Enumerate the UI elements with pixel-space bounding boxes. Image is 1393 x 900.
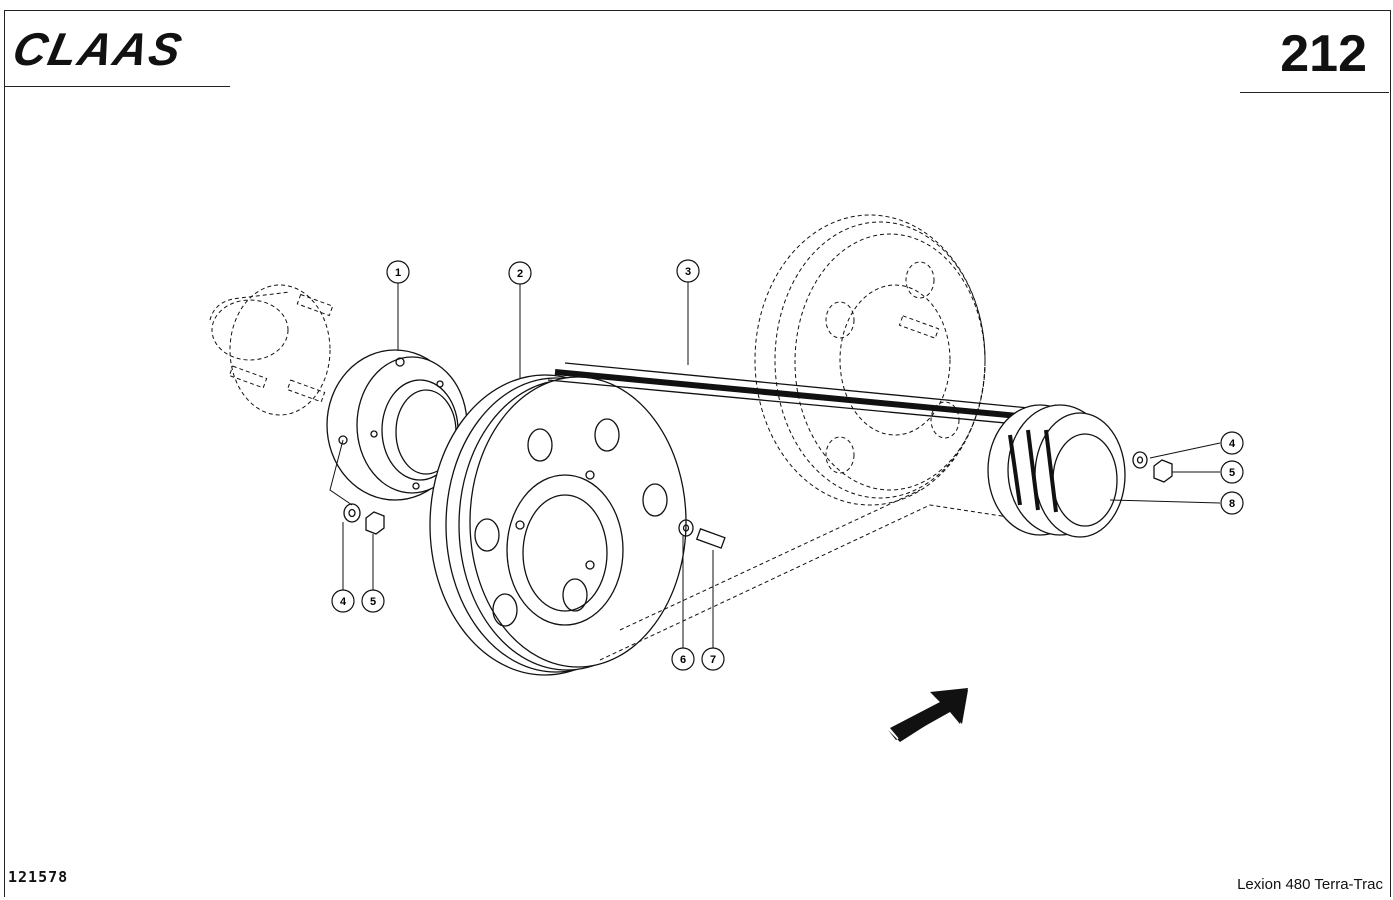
callout-7-label: 7 <box>710 654 716 666</box>
callout-4-left: 4 <box>331 589 355 613</box>
fasteners-right <box>1132 451 1173 483</box>
callout-7: 7 <box>701 647 725 671</box>
page-number-underline <box>1240 92 1389 93</box>
pulley-part-2 <box>429 374 687 676</box>
callout-5-right: 5 <box>1220 460 1244 484</box>
pulley-part-8 <box>987 404 1126 538</box>
callout-3: 3 <box>676 259 700 283</box>
callout-6-label: 6 <box>680 654 686 666</box>
callout-4-left-label: 4 <box>340 596 347 608</box>
callout-3-label: 3 <box>685 266 691 278</box>
callout-1-label: 1 <box>395 267 401 279</box>
callout-1: 1 <box>386 260 410 284</box>
drawing-id: 121578 <box>8 868 69 886</box>
callout-2-label: 2 <box>517 268 523 280</box>
callout-6: 6 <box>671 647 695 671</box>
ghost-drive-wheel <box>599 214 1061 661</box>
callout-5-right-label: 5 <box>1229 467 1235 479</box>
page-number: 212 <box>1280 25 1367 83</box>
callout-group: 1 2 3 4 5 8 4 5 <box>331 259 1244 671</box>
callout-5-left-label: 5 <box>370 596 376 608</box>
callout-4-right: 4 <box>1220 431 1244 455</box>
leader-lines <box>329 282 1221 648</box>
hub-part-1 <box>326 349 468 501</box>
callout-8-label: 8 <box>1229 498 1235 510</box>
callout-5-left: 5 <box>361 589 385 613</box>
page-frame <box>4 10 1391 897</box>
fasteners-middle <box>678 519 726 549</box>
belt-part-3 <box>547 362 1099 446</box>
callout-2: 2 <box>508 261 532 285</box>
fasteners-left <box>343 503 385 535</box>
model-name: Lexion 480 Terra-Trac <box>1237 876 1383 893</box>
callout-8: 8 <box>1220 491 1244 515</box>
logo-underline <box>4 86 230 87</box>
callout-4-right-label: 4 <box>1229 438 1236 450</box>
ghost-shaft-left <box>209 284 334 416</box>
